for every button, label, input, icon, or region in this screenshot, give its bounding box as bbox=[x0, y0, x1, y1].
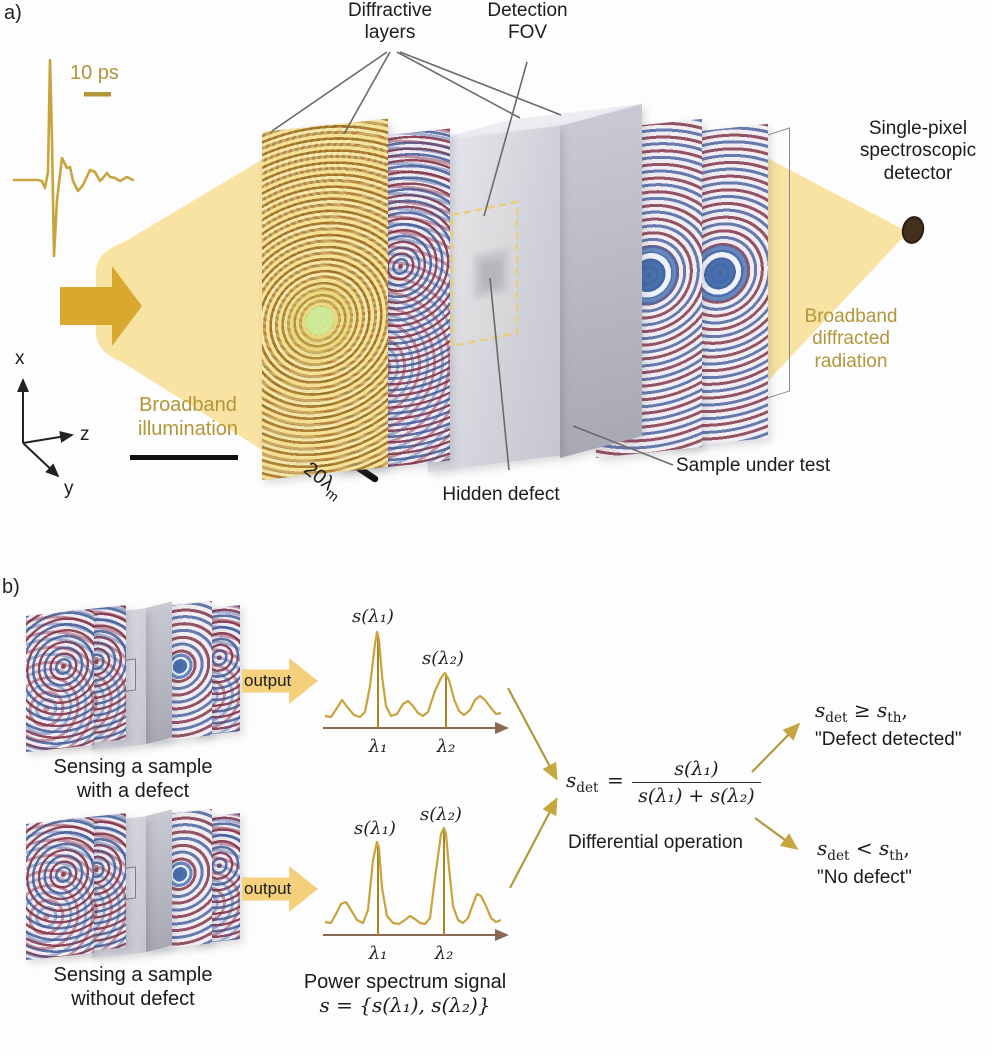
diverge-arrow-bottom bbox=[754, 817, 799, 850]
result-defect: "Defect detected" bbox=[815, 729, 962, 750]
panel-a-background-art bbox=[12, 58, 925, 483]
pointer-lines bbox=[271, 51, 674, 471]
fraction-numerator: s(λ₁) bbox=[674, 758, 719, 780]
detection-fov-label: Detection FOV bbox=[487, 0, 568, 44]
spectrum-without-defect: s(λ₁) s(λ₂) λ₁ λ₂ bbox=[323, 804, 509, 964]
stack-with-defect bbox=[26, 601, 241, 758]
hidden-defect-blob bbox=[474, 249, 508, 298]
pulse-waveform bbox=[12, 58, 135, 258]
mini-sample-side bbox=[146, 601, 172, 744]
pulse-scale-bar bbox=[84, 92, 111, 97]
panel-a-annotations bbox=[271, 51, 674, 471]
caption-without-defect: Sensing a sample without defect bbox=[53, 964, 213, 1010]
result-no-defect: "No defect" bbox=[817, 867, 912, 888]
outcome-defect: sdet ≥ sth, "Defect detected" bbox=[815, 698, 962, 751]
lambda2-tick-label: λ₂ bbox=[434, 943, 454, 964]
caption-with-defect: Sensing a sample with a defect bbox=[53, 756, 213, 802]
outcome-no-defect: sdet < sth, "No defect" bbox=[817, 836, 912, 889]
sample-under-test-label: Sample under test bbox=[676, 455, 831, 476]
peak1-value-label: s(λ₁) bbox=[352, 606, 394, 627]
detector-label: Single-pixel spectroscopic detector bbox=[859, 118, 977, 184]
pulse-scale-label: 10 ps bbox=[70, 62, 119, 84]
detector-dot bbox=[901, 216, 925, 244]
spectrum-curve bbox=[324, 630, 502, 719]
diffractive-layers-label: Diffractive layers bbox=[347, 0, 433, 44]
detection-fov-dashed-box bbox=[450, 200, 519, 348]
spectrum-with-defect: s(λ₁) s(λ₂) λ₁ λ₂ bbox=[323, 606, 509, 757]
axis-x-label: x bbox=[15, 348, 25, 369]
mini-layer-1 bbox=[26, 816, 94, 960]
fraction: s(λ₁) s(λ₁) + s(λ₂) bbox=[632, 758, 761, 807]
input-arrow-icon bbox=[60, 266, 142, 346]
axis-z-label: z bbox=[80, 424, 90, 445]
power-spectrum-set: s = {s(λ₁), s(λ₂)} bbox=[319, 993, 491, 1017]
peak2-value-label: s(λ₂) bbox=[422, 648, 464, 669]
peak2-value-label: s(λ₂) bbox=[420, 804, 462, 825]
lambda2-tick-label: λ₂ bbox=[436, 736, 456, 757]
diffracted-cone bbox=[752, 150, 908, 398]
mini-sample-side bbox=[146, 809, 172, 952]
stack-without-defect bbox=[26, 809, 241, 966]
axis-y-label: y bbox=[64, 478, 74, 499]
power-spectrum-caption: Power spectrum signal bbox=[303, 971, 507, 993]
spectrum-curve bbox=[324, 826, 502, 926]
fraction-denominator: s(λ₁) + s(λ₂) bbox=[632, 782, 761, 807]
illumination-beam bbox=[96, 150, 278, 460]
differential-formula: sdet = s(λ₁) s(λ₁) + s(λ₂) bbox=[566, 758, 761, 807]
condition-no-defect: sdet < sth, bbox=[817, 836, 910, 864]
broadband-illumination-label: Broadband illumination bbox=[137, 394, 239, 440]
output-arrow-bottom: output bbox=[242, 866, 318, 912]
lambda1-tick-label: λ₁ bbox=[368, 943, 388, 964]
differential-operation-caption: Differential operation bbox=[568, 832, 743, 853]
output-arrow-top: output bbox=[242, 658, 318, 704]
broadband-diffracted-label: Broadband diffracted radiation bbox=[804, 306, 898, 372]
condition-defect: sdet ≥ sth, bbox=[815, 698, 908, 726]
lambda1-tick-label: λ₁ bbox=[368, 736, 388, 757]
panel-a-label: a) bbox=[4, 2, 22, 24]
mini-layer-1 bbox=[26, 608, 94, 752]
panel-b-label: b) bbox=[2, 576, 20, 598]
hidden-defect-label: Hidden defect bbox=[442, 484, 560, 505]
illumination-scale-bar bbox=[130, 455, 238, 460]
peak1-value-label: s(λ₁) bbox=[354, 818, 396, 839]
coordinate-axes bbox=[17, 378, 74, 478]
